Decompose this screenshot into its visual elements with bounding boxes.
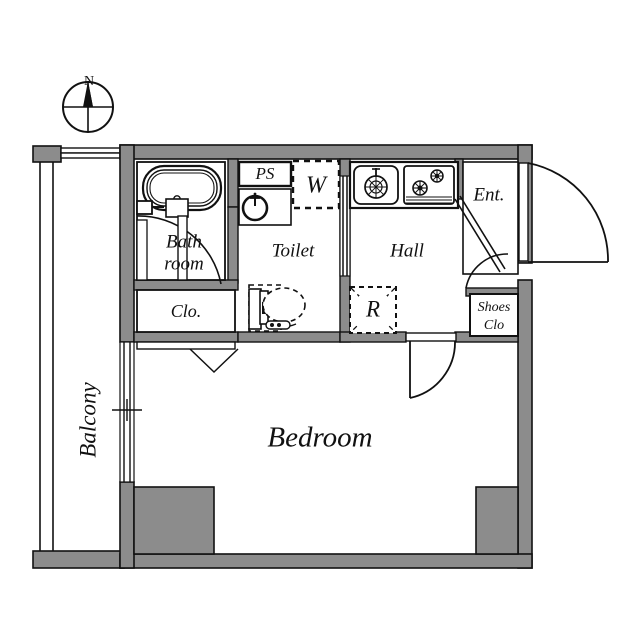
entrance-area — [454, 161, 519, 275]
shoes-closet-label-line2: Clo — [484, 318, 504, 333]
balcony-structure — [32, 145, 125, 569]
toilet-room — [238, 188, 306, 332]
bathroom-label-line1: Bath — [166, 231, 202, 252]
pipe-shaft-box — [237, 160, 293, 188]
closet-label: Clo. — [171, 301, 202, 321]
closet-room — [136, 289, 236, 333]
entrance-label: Ent. — [472, 184, 504, 205]
kitchen-sink-icon — [353, 165, 399, 205]
kitchen-counter — [348, 160, 460, 210]
gas-stove-icon — [403, 165, 455, 205]
balcony-sliding-door[interactable] — [112, 341, 142, 483]
shower-mixer-icon — [136, 200, 164, 215]
toilet-fixture-icon — [248, 284, 306, 332]
exterior-walls — [119, 144, 533, 569]
closet-folding-door[interactable] — [136, 341, 239, 374]
pipe-shaft-label: PS — [255, 164, 275, 183]
refrigerator-label: R — [365, 296, 380, 321]
bathroom-label-line2: room — [164, 253, 203, 274]
entrance-door[interactable] — [518, 162, 609, 263]
hall-label: Hall — [389, 240, 424, 261]
bedroom-door[interactable] — [405, 332, 457, 399]
washing-machine-box — [291, 159, 341, 210]
bathroom-room — [136, 161, 226, 285]
bathtub-icon — [141, 164, 223, 212]
shoes-closet-door[interactable] — [465, 253, 509, 289]
refrigerator-box — [349, 286, 397, 334]
washbasin-icon — [241, 192, 269, 222]
washing-machine-label: W — [306, 173, 328, 199]
shoes-closet-room — [469, 293, 519, 337]
shoes-closet-label-line1: Shoes — [478, 300, 511, 315]
compass-rose-icon — [62, 81, 114, 133]
toilet-label: Toilet — [272, 240, 315, 261]
compass-north-label: N — [84, 74, 94, 89]
balcony-label: Balcony — [75, 382, 100, 458]
bedroom-label: Bedroom — [267, 422, 372, 454]
toilet-sliding-door[interactable] — [339, 175, 351, 277]
